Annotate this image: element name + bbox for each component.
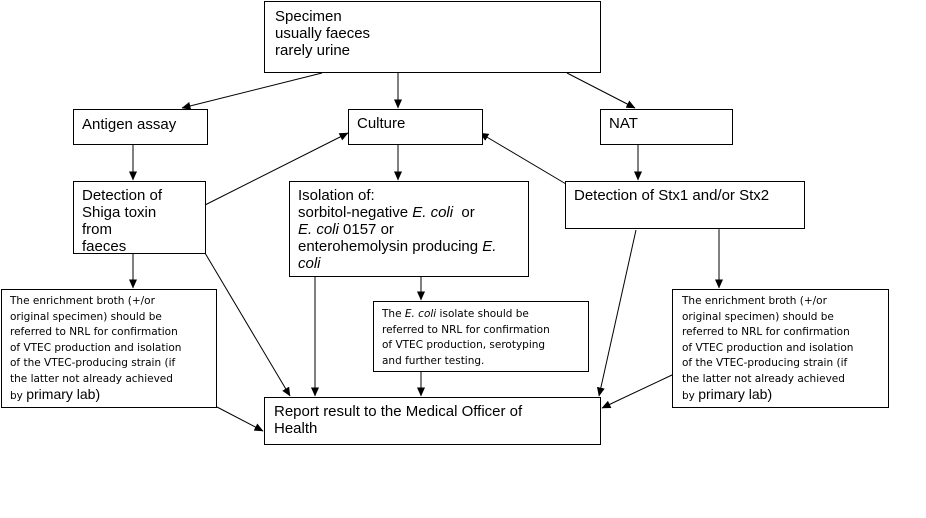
note-line: the latter not already achieved bbox=[682, 372, 845, 385]
note-line: original specimen) should be bbox=[10, 310, 162, 323]
antigen-assay-box: Antigen assay bbox=[73, 109, 208, 145]
shiga-toxin-box: Detection of Shiga toxin from faeces bbox=[73, 181, 206, 255]
note-line: The enrichment broth (+/or bbox=[682, 295, 827, 307]
arrow-enrich-right-report bbox=[601, 374, 673, 409]
specimen-line-2: rarely urine bbox=[275, 42, 351, 59]
culture-box: Culture bbox=[348, 109, 483, 145]
arrow-specimen-nat bbox=[566, 72, 636, 109]
note-line: referred to NRL for confirmation bbox=[10, 326, 178, 338]
note-line: of VTEC production and isolation bbox=[10, 341, 182, 354]
note-line: of VTEC production, serotyping bbox=[382, 339, 546, 351]
stx-box: Detection of Stx1 and/or Stx2 bbox=[565, 181, 805, 229]
arrow-specimen-antigen bbox=[181, 72, 323, 110]
arrow-enrich-left-report bbox=[216, 406, 264, 432]
shiga-line-1: Detection of bbox=[82, 187, 163, 204]
note-line: of the VTEC-producing strain (if bbox=[10, 357, 176, 369]
note-line: of VTEC production and isolation bbox=[682, 341, 854, 354]
nat-box: NAT bbox=[600, 109, 733, 145]
note-line: The E. coli isolate should be bbox=[382, 307, 588, 323]
note-text: primary lab) bbox=[698, 386, 773, 402]
note-text: The bbox=[382, 308, 405, 320]
note-line: of the VTEC-producing strain (if bbox=[682, 357, 848, 369]
antigen-assay-label: Antigen assay bbox=[82, 116, 177, 133]
isolation-line-3: E. coli 0157 or bbox=[298, 221, 520, 238]
enrichment-note-right: The enrichment broth (+/or original spec… bbox=[672, 289, 889, 408]
nat-label: NAT bbox=[609, 115, 638, 132]
isolation-line-4: enterohemolysin producing E. bbox=[298, 238, 520, 255]
note-organism: E. coli bbox=[404, 308, 437, 320]
arrow-stx-report bbox=[596, 229, 637, 397]
note-line: referred to NRL for confirmation bbox=[382, 323, 550, 336]
isolation-organism: E. bbox=[482, 238, 497, 255]
specimen-box: Specimen usually faeces rarely urine bbox=[264, 1, 601, 73]
shiga-line-4: faeces bbox=[82, 238, 127, 255]
note-line: and further testing. bbox=[382, 354, 485, 367]
isolation-text: 0157 or bbox=[338, 221, 394, 238]
note-text: isolate should be bbox=[436, 308, 529, 320]
specimen-line-1: usually faeces bbox=[275, 25, 371, 42]
note-line: referred to NRL for confirmation bbox=[682, 326, 850, 338]
note-line: by primary lab) bbox=[682, 386, 888, 405]
report-box: Report result to the Medical Officer of … bbox=[264, 397, 601, 445]
note-line: the latter not already achieved bbox=[10, 372, 173, 385]
note-text: by bbox=[10, 390, 27, 402]
arrow-shiga-report bbox=[204, 252, 291, 397]
isolation-line-1: Isolation of: bbox=[298, 187, 375, 204]
isolation-line-5: coli bbox=[298, 255, 321, 272]
isolation-box: Isolation of: sorbitol-negative E. coli … bbox=[289, 181, 529, 277]
isolate-note: The E. coli isolate should be referred t… bbox=[373, 301, 589, 372]
arrow-stx-culture bbox=[479, 132, 567, 185]
culture-label: Culture bbox=[357, 115, 406, 132]
note-line: The enrichment broth (+/or bbox=[10, 295, 155, 307]
stx-label: Detection of Stx1 and/or Stx2 bbox=[574, 187, 770, 204]
shiga-line-2: Shiga toxin bbox=[82, 204, 157, 221]
arrow-shiga-culture bbox=[204, 132, 349, 206]
report-line-2: Health bbox=[274, 420, 318, 437]
specimen-title: Specimen bbox=[275, 8, 342, 25]
note-text: primary lab) bbox=[26, 386, 101, 402]
isolation-text: or bbox=[453, 204, 475, 221]
isolation-text: sorbitol-negative bbox=[298, 204, 413, 221]
enrichment-note-left: The enrichment broth (+/or original spec… bbox=[1, 289, 217, 408]
isolation-text: enterohemolysin producing bbox=[298, 238, 483, 255]
isolation-organism: E. coli bbox=[412, 204, 454, 221]
note-line: by primary lab) bbox=[10, 386, 216, 405]
shiga-line-3: from bbox=[82, 221, 112, 238]
report-line-1: Report result to the Medical Officer of bbox=[274, 403, 523, 420]
isolation-line-2: sorbitol-negative E. coli or bbox=[298, 204, 520, 221]
note-line: original specimen) should be bbox=[682, 310, 834, 323]
isolation-organism: E. coli bbox=[298, 221, 339, 238]
note-text: by bbox=[682, 390, 699, 402]
